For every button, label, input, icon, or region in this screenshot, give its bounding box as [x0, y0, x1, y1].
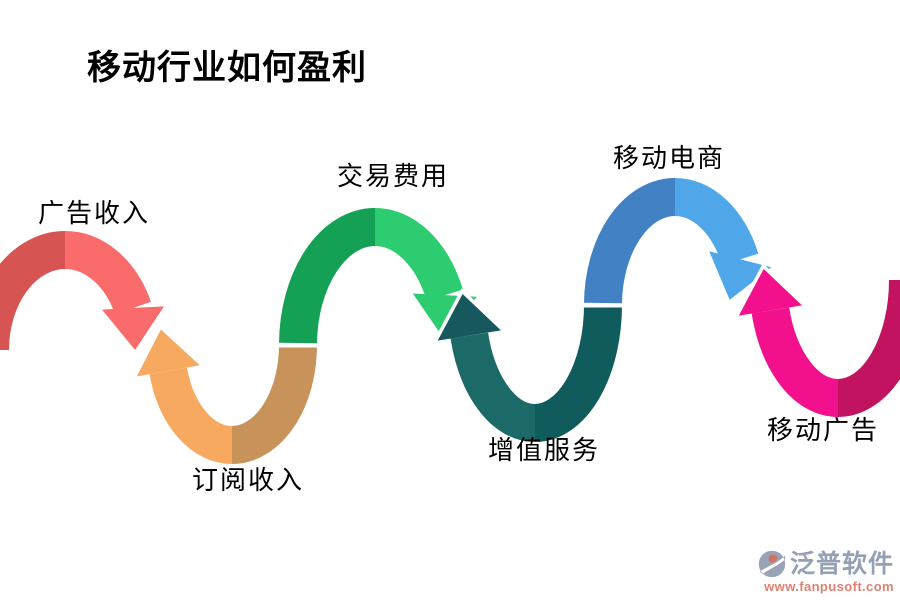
arc-right-ribbon [673, 178, 759, 266]
arc-left-ribbon [751, 307, 840, 417]
arc-left-ribbon [149, 367, 234, 465]
watermark-brand-name: 泛普软件 [789, 549, 894, 578]
watermark: 泛普软件 www.fanpusoft.com [744, 549, 894, 593]
arc-right-ribbon [230, 344, 317, 464]
label-mobile-ecommerce: 移动电商 [613, 144, 726, 173]
arc-left-ribbon [0, 231, 66, 351]
arc-right-ribbon [533, 304, 622, 442]
down-arrowhead [709, 251, 772, 300]
arc-left-ribbon [279, 208, 376, 344]
arc-left-ribbon [450, 332, 537, 442]
arc-transaction-fees [275, 204, 485, 348]
up-arrowhead [738, 269, 802, 316]
arc-right-ribbon [373, 208, 463, 302]
arc-right-ribbon [64, 231, 151, 315]
watermark-brand-row: 泛普软件 [757, 549, 894, 579]
down-arrowhead [102, 306, 164, 350]
logo-ring [758, 550, 786, 578]
watermark-website-url: www.fanpusoft.com [764, 579, 894, 594]
arc-left-ribbon [584, 178, 677, 304]
label-value-added-services: 增值服务 [488, 436, 601, 465]
arc-subscription-revenue [130, 323, 321, 468]
label-mobile-advertising: 移动广告 [767, 416, 880, 445]
arc-ad-revenue [0, 227, 171, 356]
arc-mobile-ecommerce [580, 174, 779, 308]
arc-mobile-advertising [732, 263, 900, 421]
up-arrowhead [437, 294, 501, 341]
label-ad-revenue: 广告收入 [38, 199, 151, 228]
up-arrowhead [136, 329, 200, 377]
label-transaction-fees: 交易费用 [337, 162, 450, 191]
arc-right-ribbon [836, 279, 900, 417]
logo-accent-swoosh [768, 554, 778, 563]
fanpu-logo-icon [758, 550, 786, 578]
label-subscription-revenue: 订阅收入 [192, 466, 305, 495]
arc-value-added-services [431, 288, 626, 446]
page-title: 移动行业如何盈利 [87, 50, 367, 87]
